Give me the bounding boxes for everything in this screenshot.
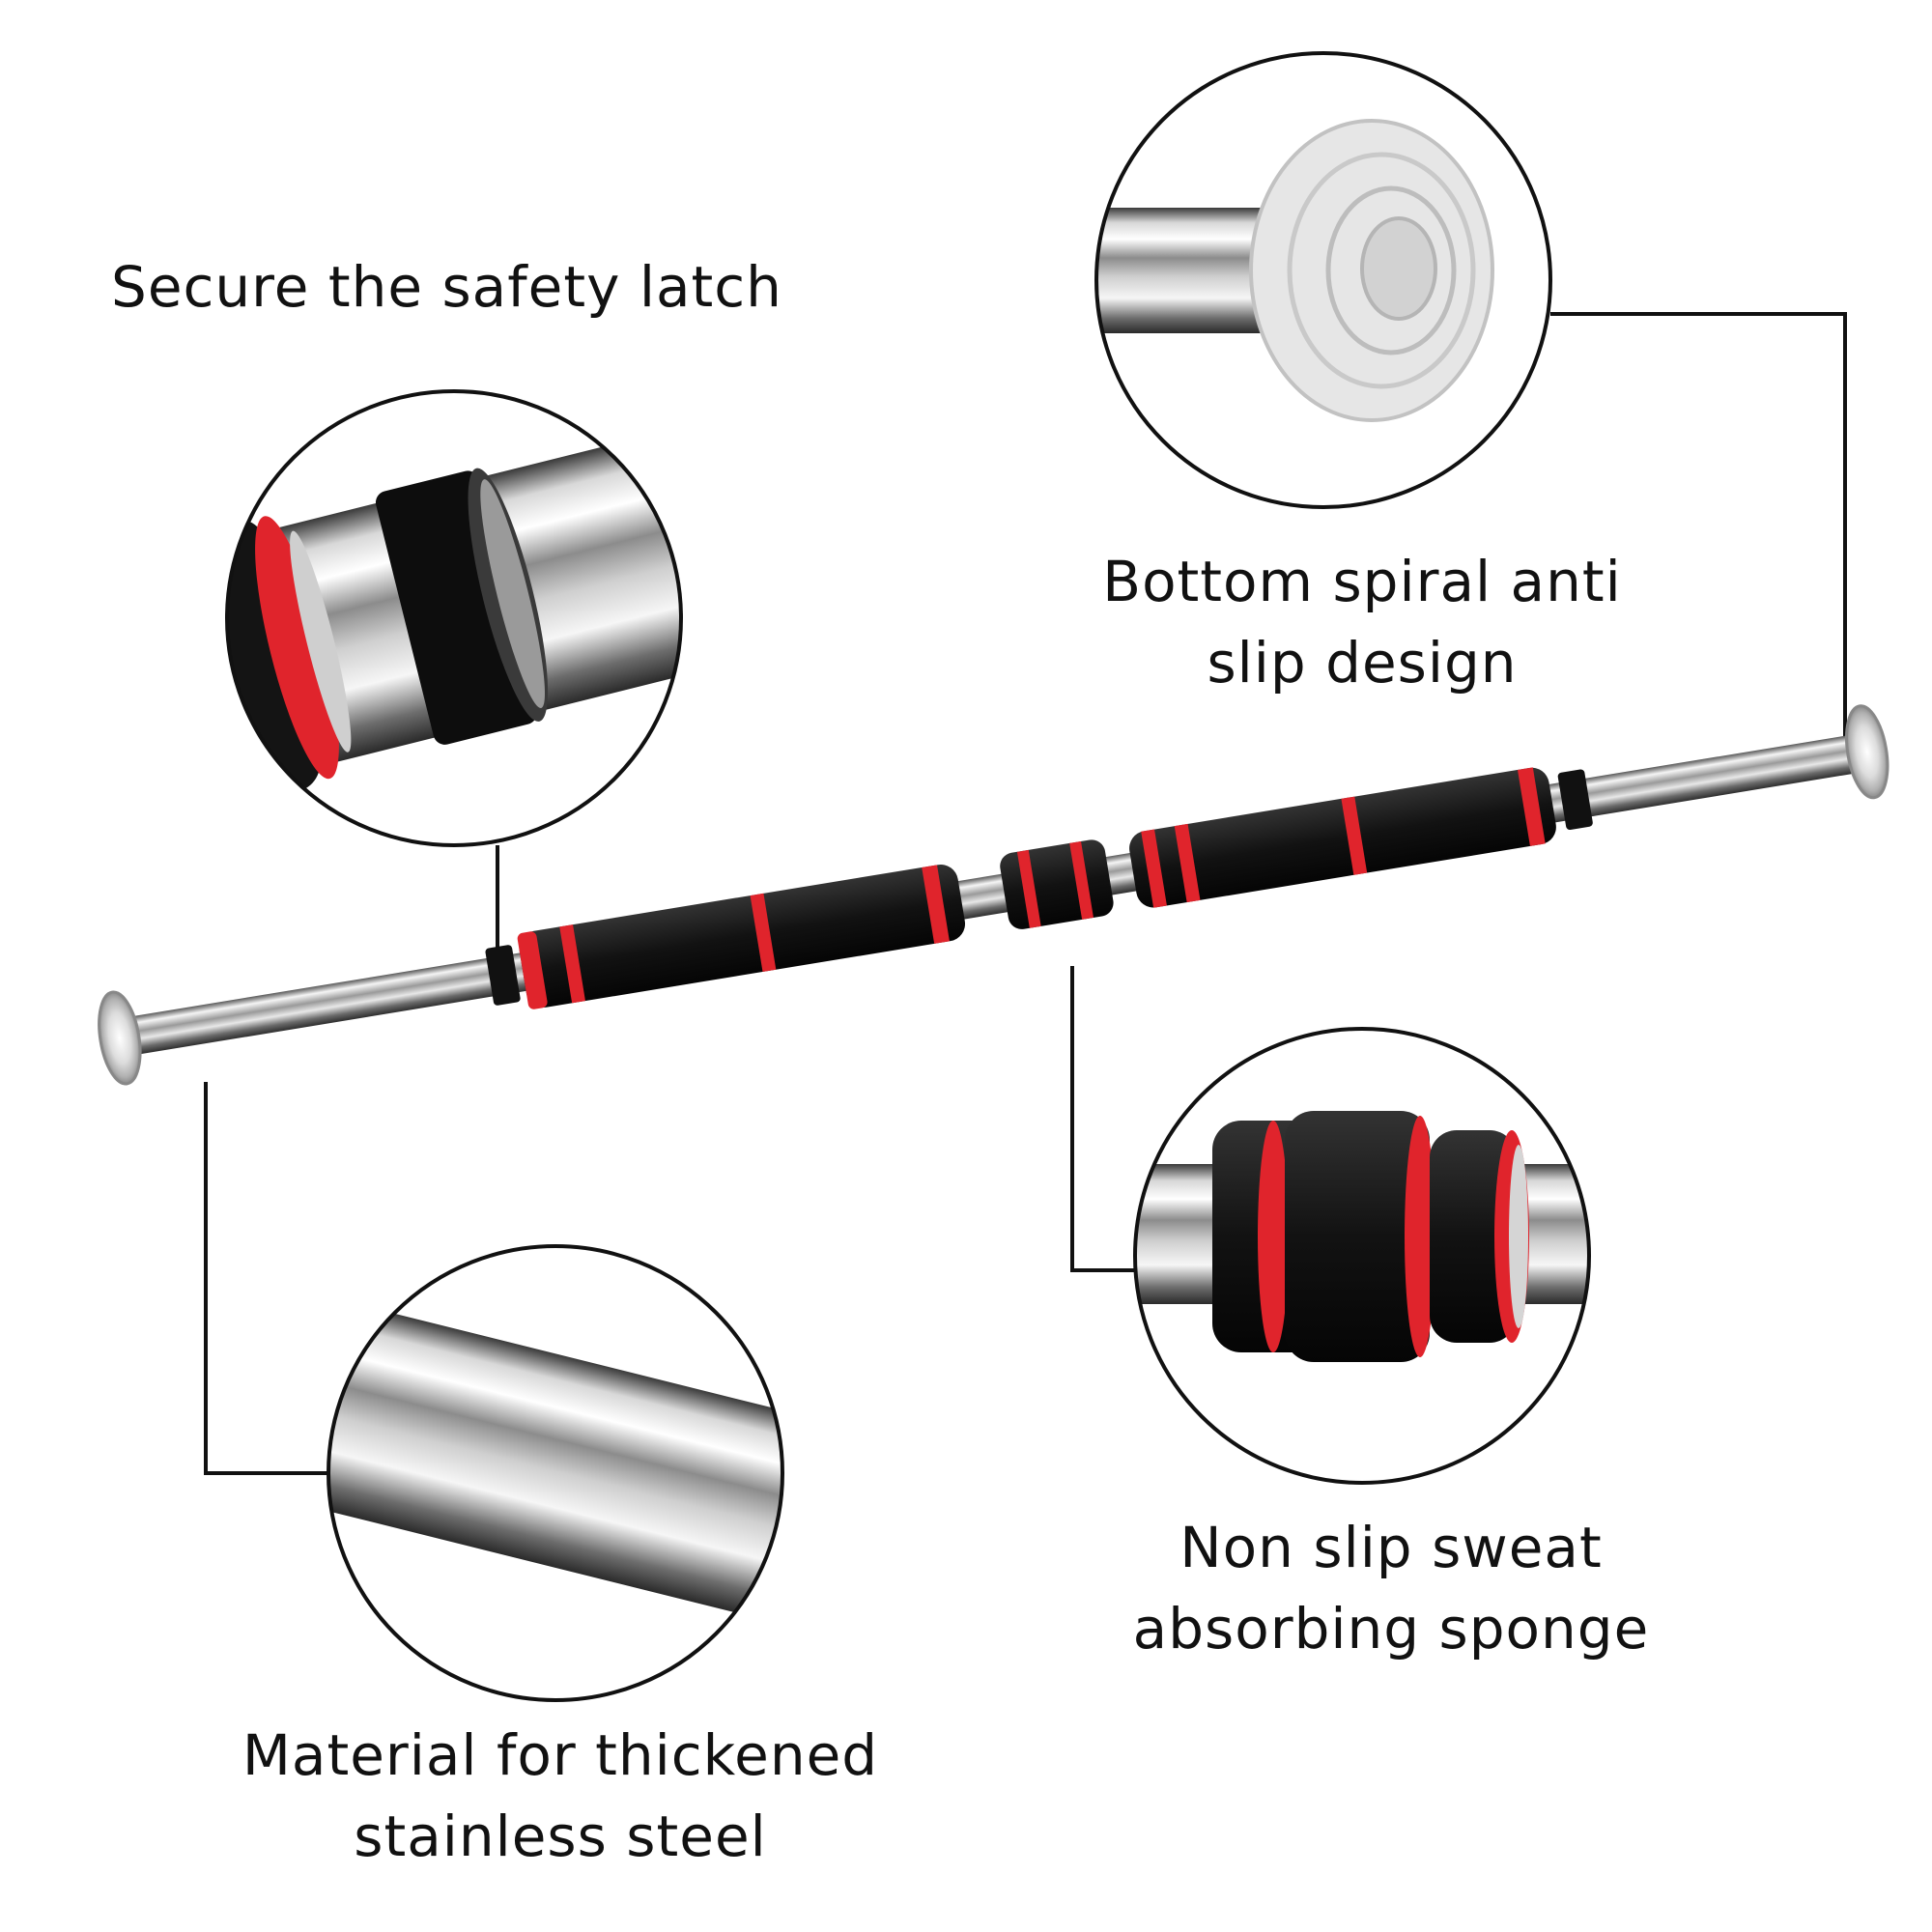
caption-safety-latch: Secure the safety latch (111, 246, 782, 327)
connector-sponge (1070, 966, 1135, 1272)
caption-stainless-steel-line-1: Material for thickened (242, 1722, 879, 1788)
caption-sweat-sponge-line-1: Non slip sweat (1179, 1515, 1603, 1580)
caption-spiral-anti-slip-line-2: slip design (1207, 630, 1518, 696)
detail-sponge (1133, 1027, 1591, 1485)
caption-sweat-sponge-line-2: absorbing sponge (1132, 1596, 1650, 1662)
bar-center-rings (1000, 839, 1114, 929)
caption-spiral-anti-slip-line-1: Bottom spiral anti (1102, 549, 1622, 614)
caption-sweat-sponge: Non slip sweat absorbing sponge (1092, 1507, 1690, 1669)
pull-up-bar (98, 704, 1889, 1086)
bar-foam-grip-right (1129, 767, 1556, 908)
bar-collar-right (1557, 769, 1593, 830)
bar-foam-grip-left (519, 864, 966, 1008)
caption-spiral-anti-slip: Bottom spiral anti slip design (1024, 541, 1700, 703)
caption-safety-latch-line-1: Secure the safety latch (111, 254, 782, 320)
bar-end-cap-right (1845, 704, 1889, 800)
caption-stainless-steel-line-2: stainless steel (354, 1804, 767, 1869)
detail-latch (225, 389, 683, 847)
connector-steel (204, 1082, 328, 1475)
detail-steel (327, 1244, 784, 1702)
bar-end-cap-left (98, 990, 142, 1086)
bar-collar-left (485, 945, 521, 1006)
connector-spiral (1550, 312, 1847, 744)
detail-spiral (1094, 51, 1552, 509)
caption-stainless-steel: Material for thickened stainless steel (193, 1715, 927, 1877)
